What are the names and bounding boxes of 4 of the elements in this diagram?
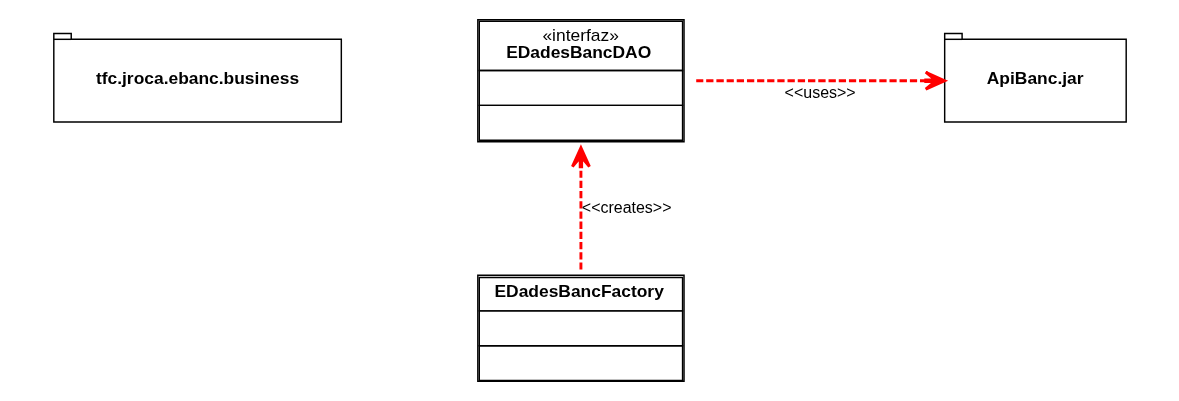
- edge-label: <<uses>>: [784, 83, 856, 101]
- arrow: [695, 70, 946, 91]
- edge-label: <<creates>>: [581, 198, 671, 216]
- arrow: [570, 146, 591, 270]
